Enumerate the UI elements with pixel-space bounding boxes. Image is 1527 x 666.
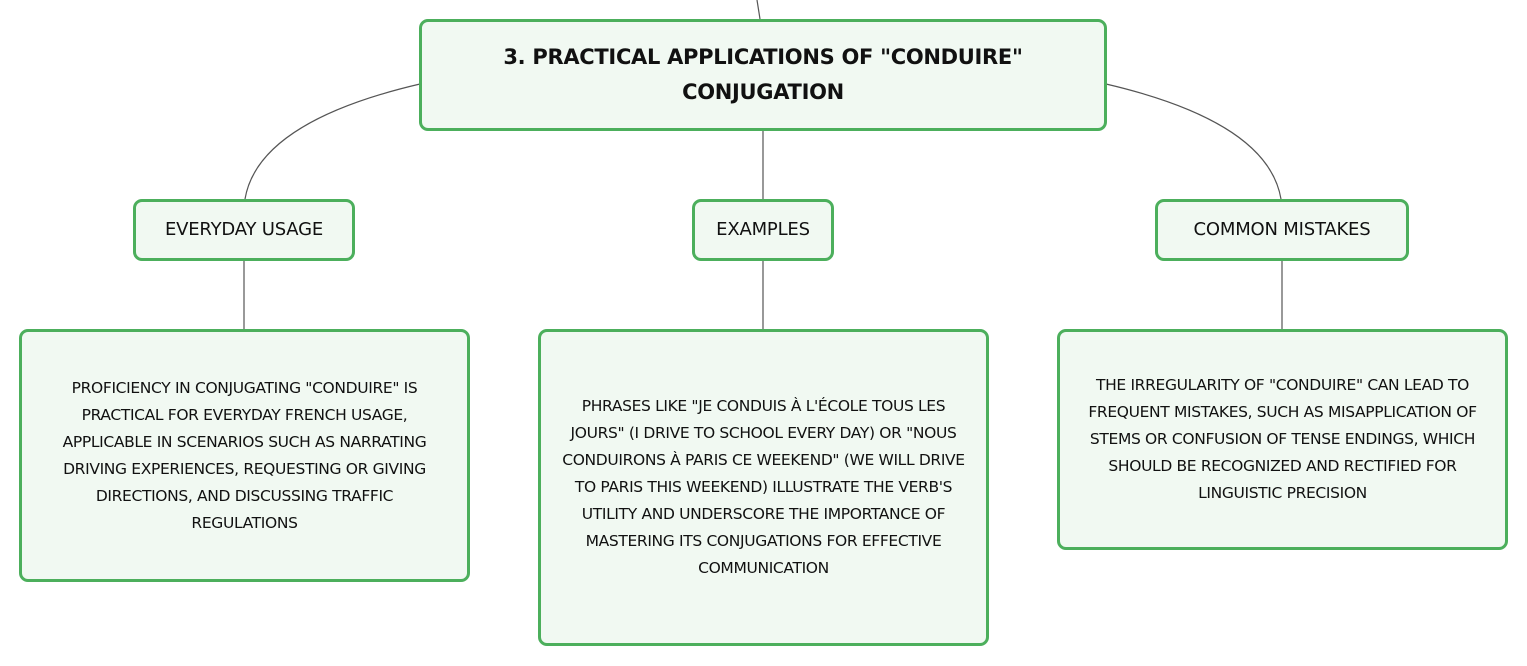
detail-node-common-mistakes[interactable]: THE IRREGULARITY OF "CONDUIRE" CAN LEAD … (1057, 329, 1508, 550)
branch-node-common-mistakes[interactable]: COMMON MISTAKES (1155, 199, 1409, 261)
detail-text-examples: PHRASES LIKE "JE CONDUIS À L'ÉCOLE TOUS … (562, 397, 965, 577)
detail-node-everyday-usage[interactable]: PROFICIENCY IN CONJUGATING "CONDUIRE" IS… (19, 329, 470, 582)
connector-root-to-common-mistakes (1105, 83, 1282, 200)
connector-root-to-everyday-usage (244, 83, 421, 200)
connector-parent-to-root (756, 0, 761, 20)
root-topic-node[interactable]: 3. PRACTICAL APPLICATIONS OF "CONDUIRE" … (419, 19, 1107, 131)
detail-node-examples[interactable]: PHRASES LIKE "JE CONDUIS À L'ÉCOLE TOUS … (538, 329, 989, 646)
branch-node-examples[interactable]: EXAMPLES (692, 199, 834, 261)
root-topic-title: 3. PRACTICAL APPLICATIONS OF "CONDUIRE" … (503, 45, 1023, 104)
branch-node-everyday-usage[interactable]: EVERYDAY USAGE (133, 199, 355, 261)
branch-title-common-mistakes: COMMON MISTAKES (1193, 219, 1371, 240)
detail-text-everyday-usage: PROFICIENCY IN CONJUGATING "CONDUIRE" IS… (62, 378, 427, 532)
branch-title-everyday-usage: EVERYDAY USAGE (164, 219, 324, 240)
branch-title-examples: EXAMPLES (716, 219, 810, 240)
detail-text-common-mistakes: THE IRREGULARITY OF "CONDUIRE" CAN LEAD … (1088, 376, 1477, 502)
